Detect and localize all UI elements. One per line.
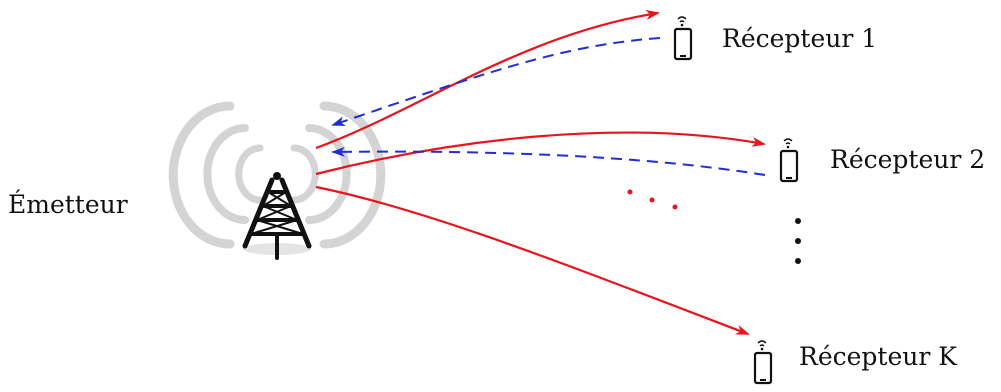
downlink-arrow-1 xyxy=(315,9,660,150)
feedback-arrow-2 xyxy=(331,146,766,176)
receiver-k-label: Récepteur K xyxy=(799,342,957,371)
smartphone-icon xyxy=(673,16,693,61)
downlink-arrow-2 xyxy=(315,131,766,176)
downlink-arrow-k xyxy=(315,185,750,336)
receiver-2-label: Récepteur 2 xyxy=(830,145,986,174)
smartphone-icon xyxy=(753,340,773,385)
cell-tower-icon xyxy=(242,172,312,260)
radio-waves-icon xyxy=(168,101,386,249)
transmitter-label: Émetteur xyxy=(8,190,128,219)
vertical-ellipsis xyxy=(795,218,801,264)
receiver-1-label: Récepteur 1 xyxy=(722,24,878,53)
feedback-arrow-1 xyxy=(331,37,661,126)
smartphone-icon xyxy=(779,138,799,183)
horizontal-ellipsis xyxy=(627,189,678,210)
